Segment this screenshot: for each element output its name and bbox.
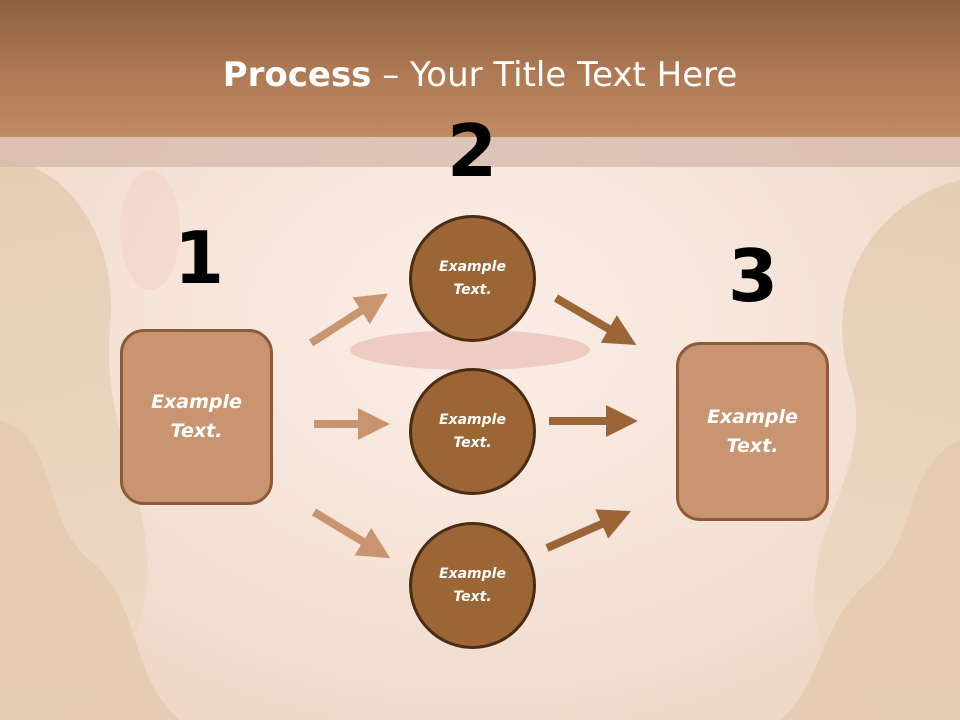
- step-number-2: 2: [446, 109, 498, 193]
- arrow-top-to-right: [553, 294, 637, 346]
- title-rest: – Your Title Text Here: [371, 55, 738, 95]
- arrow-left-to-bottom: [311, 508, 391, 559]
- step-number-1: 1: [173, 216, 225, 300]
- step-box-left: Example Text.: [120, 329, 273, 505]
- slide-title: Process – Your Title Text Here: [0, 52, 960, 98]
- arrow-bottom-to-right: [545, 509, 631, 552]
- step-number-3: 3: [727, 234, 779, 318]
- step-circle-bottom: Example Text.: [409, 522, 536, 649]
- arrow-left-to-top: [308, 293, 389, 347]
- lips: [350, 330, 590, 370]
- step-circle-middle: Example Text.: [409, 368, 536, 495]
- title-bar: [0, 0, 960, 137]
- title-bar-strip: [0, 137, 960, 167]
- hair-left-wave: [0, 420, 180, 720]
- ear: [120, 170, 180, 290]
- step-box-right: Example Text.: [676, 342, 829, 521]
- hair-right-wave: [780, 440, 960, 720]
- step-circle-top: Example Text.: [409, 215, 536, 342]
- title-bold: Process: [222, 55, 372, 95]
